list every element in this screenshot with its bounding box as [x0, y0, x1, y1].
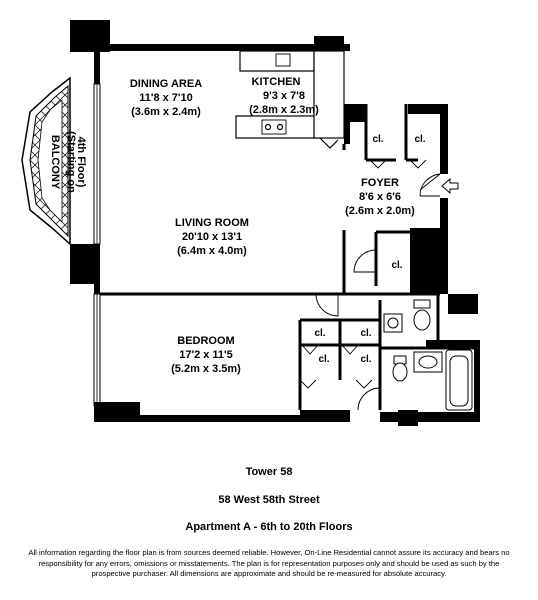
entry-arrow-icon: [441, 177, 459, 195]
closet-label: cl.: [414, 134, 425, 145]
kitchen-dim-m: (2.8m x 2.3m): [249, 104, 319, 116]
closet-label: cl.: [318, 354, 329, 365]
closet-labels: cl. cl. cl. cl. cl. cl. cl.: [314, 134, 425, 365]
closet-label: cl.: [391, 260, 402, 271]
living-dim-ft: 20'10 x 13'1: [182, 231, 242, 243]
bedroom-name: BEDROOM: [177, 335, 234, 347]
living-dim-m: (6.4m x 4.0m): [177, 245, 247, 257]
kitchen-counters: [235, 50, 345, 149]
disclaimer: All information regarding the floor plan…: [28, 548, 510, 578]
foyer-dim-ft: 8'6 x 6'6: [359, 191, 401, 203]
room-labels: DINING AREA 11'8 x 7'10 (3.6m x 2.4m) KI…: [130, 76, 415, 375]
doors: [299, 159, 441, 411]
foyer-name: FOYER: [361, 177, 399, 189]
dining-dim-ft: 11'8 x 7'10: [139, 92, 193, 104]
balcony-label-3: 4th Floor): [75, 137, 87, 188]
dining-dim-m: (3.6m x 2.4m): [131, 106, 201, 118]
foyer-dim-m: (2.6m x 2.0m): [345, 205, 415, 217]
balcony-label-2: (Starting on: [65, 131, 77, 193]
kitchen-dim-ft: 9'3 x 7'8: [263, 90, 305, 102]
interior-walls: [100, 104, 476, 410]
apartment-title: Apartment A - 6th to 20th Floors: [185, 521, 353, 533]
floor-plan: BALCONY (Starting on 4th Floor): [21, 20, 480, 426]
closet-label: cl.: [372, 134, 383, 145]
bedroom-dim-m: (5.2m x 3.5m): [171, 363, 241, 375]
dining-name: DINING AREA: [130, 78, 202, 90]
closet-label: cl.: [360, 354, 371, 365]
bathroom-fixtures: [383, 299, 473, 411]
building-name: Tower 58: [245, 466, 293, 478]
living-name: LIVING ROOM: [175, 217, 249, 229]
exterior-walls: [70, 20, 480, 426]
balcony-label-1: BALCONY: [49, 135, 61, 190]
closet-label: cl.: [314, 328, 325, 339]
kitchen-name: KITCHEN: [252, 76, 301, 88]
balcony: BALCONY (Starting on 4th Floor): [21, 76, 87, 246]
closet-label: cl.: [360, 328, 371, 339]
building-address: 58 West 58th Street: [218, 494, 320, 506]
bedroom-dim-ft: 17'2 x 11'5: [179, 349, 233, 361]
